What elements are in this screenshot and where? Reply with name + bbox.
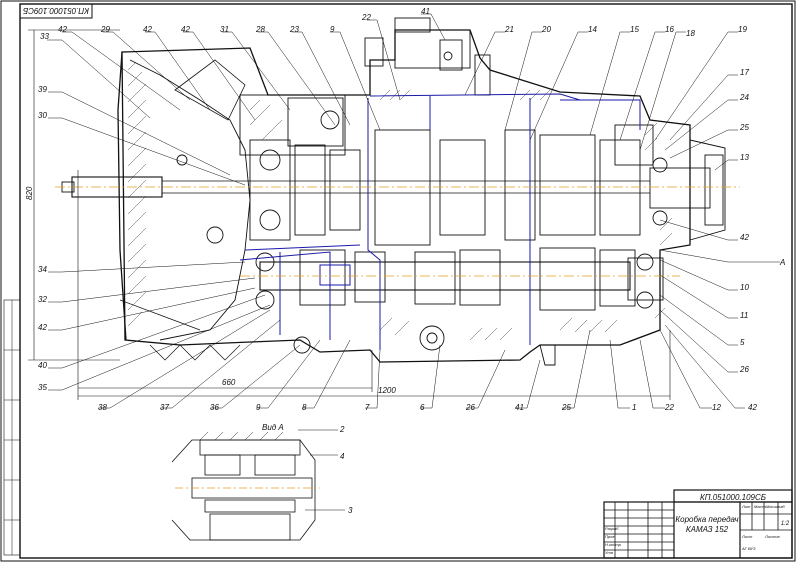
callouts-left: 39 30 34 32 42 40 35 <box>38 85 47 392</box>
callout-leaders <box>47 13 780 409</box>
stamp-utv: Утв <box>605 550 613 555</box>
callout-label: 2 <box>339 425 345 434</box>
callouts-bottom: 38 37 36 9 8 7 6 26 41 25 1 22 12 <box>98 403 721 412</box>
callout-label: 11 <box>740 311 748 320</box>
callout-label: 39 <box>38 85 47 94</box>
view-a-title: Вид А <box>262 423 284 432</box>
callout-label: 32 <box>38 295 47 304</box>
title-block <box>603 489 793 559</box>
stamp-razrab: Разраб <box>605 526 619 531</box>
callout-label: 7 <box>365 403 370 412</box>
callout-label: 42 <box>740 233 749 242</box>
callout-label: 25 <box>561 403 571 412</box>
view-letter-a: A <box>779 258 785 267</box>
callout-label: 5 <box>740 338 745 347</box>
callout-label: 14 <box>588 25 597 34</box>
dimension-1200: 1200 <box>378 386 396 395</box>
callouts-right: 17 24 25 13 42 A 10 11 5 26 42 <box>739 68 785 412</box>
callout-label: 9 <box>256 403 261 412</box>
callout-label: 33 <box>40 32 49 41</box>
dimension-height: 820 <box>25 186 34 200</box>
callout-label: 42 <box>58 25 67 34</box>
stamp-lit: Лит <box>741 504 751 509</box>
dimension-lines <box>28 29 671 400</box>
callout-label: 10 <box>740 283 749 292</box>
rotated-drawing-code: КП.051000.109СБ <box>23 6 89 15</box>
callout-label: 41 <box>515 403 524 412</box>
stamp-scale-value: 1:2 <box>781 521 790 527</box>
axis-lines <box>55 186 740 277</box>
callout-label: 15 <box>630 25 639 34</box>
callout-label: 42 <box>38 323 47 332</box>
callout-label: 40 <box>38 361 47 370</box>
callout-label: 38 <box>98 403 107 412</box>
callout-label: 30 <box>38 111 47 120</box>
stamp-sheets: Листов <box>764 534 780 539</box>
callout-label: 19 <box>738 25 747 34</box>
callout-label: 31 <box>220 25 229 34</box>
callout-label: 36 <box>210 403 219 412</box>
callout-label: 13 <box>740 153 749 162</box>
callout-label: 20 <box>541 25 551 34</box>
callout-label: 3 <box>348 506 353 515</box>
stamp-sheet: Лист <box>741 534 753 539</box>
callout-label: 42 <box>181 25 190 34</box>
callout-label: 17 <box>740 68 749 77</box>
callout-label: 6 <box>420 403 425 412</box>
stamp-title-line-2: КАМАЗ 152 <box>686 525 729 534</box>
callout-label: 8 <box>302 403 307 412</box>
callout-label: 28 <box>255 25 265 34</box>
callouts-top: 33 42 29 42 42 31 28 23 9 22 41 21 20 14… <box>40 7 747 41</box>
callout-label: 22 <box>664 403 674 412</box>
stamp-title-line-1: Коробка передач <box>675 515 738 524</box>
callout-label: 42 <box>748 403 757 412</box>
callout-label: 26 <box>465 403 475 412</box>
callout-label: 24 <box>739 93 749 102</box>
callout-label: 16 <box>665 25 674 34</box>
callout-label: 21 <box>504 25 514 34</box>
stamp-group: АГ ВУЗ <box>741 546 756 551</box>
callout-label: 35 <box>38 383 47 392</box>
stamp-nkontr: Н.контр <box>605 542 622 547</box>
callout-label: 37 <box>160 403 169 412</box>
callout-label: 26 <box>739 365 749 374</box>
callout-label: 1 <box>632 403 636 412</box>
stamp-prov: Пров <box>605 534 614 539</box>
callout-label: 42 <box>143 25 152 34</box>
binding-strip <box>3 299 21 556</box>
gearbox-section-view <box>61 17 726 366</box>
callout-label: 23 <box>289 25 299 34</box>
dimension-660: 660 <box>222 378 236 387</box>
stamp-mass: Масса <box>754 504 767 509</box>
rotated-code-box: КП.051000.109СБ <box>19 3 93 19</box>
section-detail-lines <box>239 93 641 350</box>
callout-label: 12 <box>712 403 721 412</box>
callout-label: 29 <box>100 25 110 34</box>
callout-label: 25 <box>739 123 749 132</box>
detail-view-a <box>171 429 345 541</box>
drawing-frame <box>19 3 793 559</box>
callout-label: 9 <box>330 25 335 34</box>
stamp-scale: Масштаб <box>766 504 785 509</box>
callout-label: 4 <box>340 452 345 461</box>
stamp-drawing-code: КП.051000.109СБ <box>700 493 766 502</box>
callout-label: 22 <box>361 13 371 22</box>
callout-label: 18 <box>686 29 695 38</box>
callout-label: 41 <box>421 7 430 16</box>
callout-label: 34 <box>38 265 47 274</box>
section-hatching <box>127 61 673 341</box>
